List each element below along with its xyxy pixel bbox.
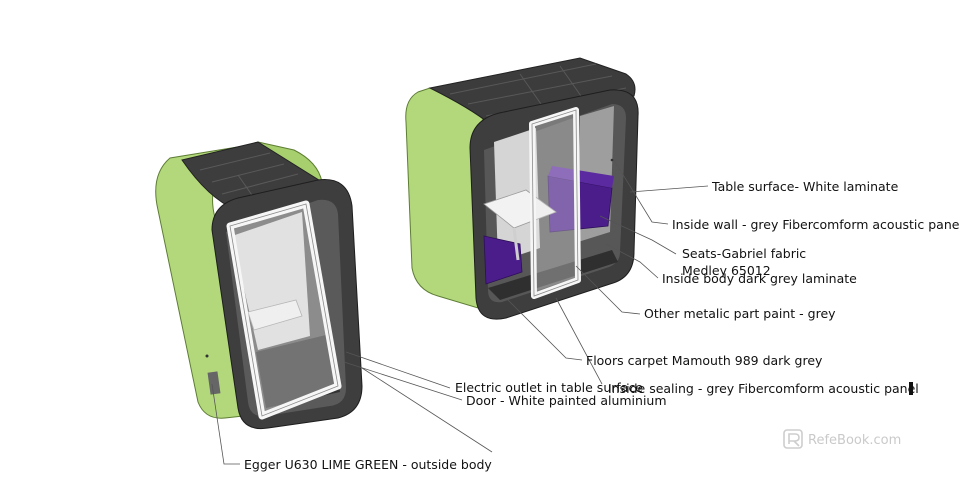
- label-seats-line1: Seats-Gabriel fabric: [682, 246, 806, 261]
- callout-labels: Table surface- White laminate Inside wal…: [244, 179, 960, 472]
- leader-outside-body: [211, 383, 240, 465]
- leader-inside-body: [605, 243, 659, 279]
- text-cursor: [909, 382, 913, 395]
- leader-floors: [507, 299, 583, 361]
- double-booth-seat-back: [548, 166, 614, 188]
- label-electric-outlet: Electric outlet in table surface: [455, 380, 643, 395]
- double-booth-wall-dot: [610, 158, 614, 162]
- label-table-surface: Table surface- White laminate: [711, 179, 899, 194]
- label-inside-wall: Inside wall - grey Fibercomform acoustic…: [672, 217, 960, 232]
- r-logo-icon: [783, 429, 803, 449]
- single-roof-panels: [199, 152, 299, 202]
- label-door: Door - White painted aluminium: [466, 393, 667, 408]
- double-booth-table: [483, 189, 557, 229]
- watermark-text: RefeBook.com: [808, 433, 901, 448]
- double-booth-table-leg: [512, 227, 520, 261]
- leader-outside-sealing: [361, 367, 493, 453]
- label-seats-line2: Medley 65012: [682, 263, 771, 278]
- single-booth-table: [247, 299, 303, 331]
- single-booth-side-dot: [205, 354, 209, 358]
- double-booth-floor: [488, 250, 618, 300]
- double-booth: [405, 57, 639, 320]
- label-floors: Floors carpet Mamouth 989 dark grey: [586, 353, 823, 368]
- single-booth-vent: [207, 371, 221, 395]
- leader-door: [343, 361, 463, 401]
- label-inside-body: Inside body dark grey laminate: [662, 271, 857, 286]
- label-metal-parts: Other metalic part paint - grey: [644, 306, 836, 321]
- double-booth-seat-left: [483, 235, 523, 285]
- leader-electric-outlet: [345, 351, 451, 389]
- watermark: RefeBook.com: [783, 429, 901, 449]
- leader-inside-sealing: [555, 297, 603, 385]
- label-outside-body: Egger U630 LIME GREEN - outside body: [244, 457, 492, 472]
- leader-table-surface: [629, 185, 709, 193]
- single-booth: [155, 141, 363, 430]
- leader-seats: [599, 215, 677, 255]
- double-booth-door: [529, 107, 581, 299]
- label-inside-sealing: Inside sealing - grey Fibercomform acous…: [608, 381, 919, 396]
- single-booth-floor: [256, 334, 340, 408]
- leader-inside-wall: [613, 159, 669, 225]
- leader-metal-parts: [575, 265, 641, 315]
- leader-lines: [211, 159, 709, 465]
